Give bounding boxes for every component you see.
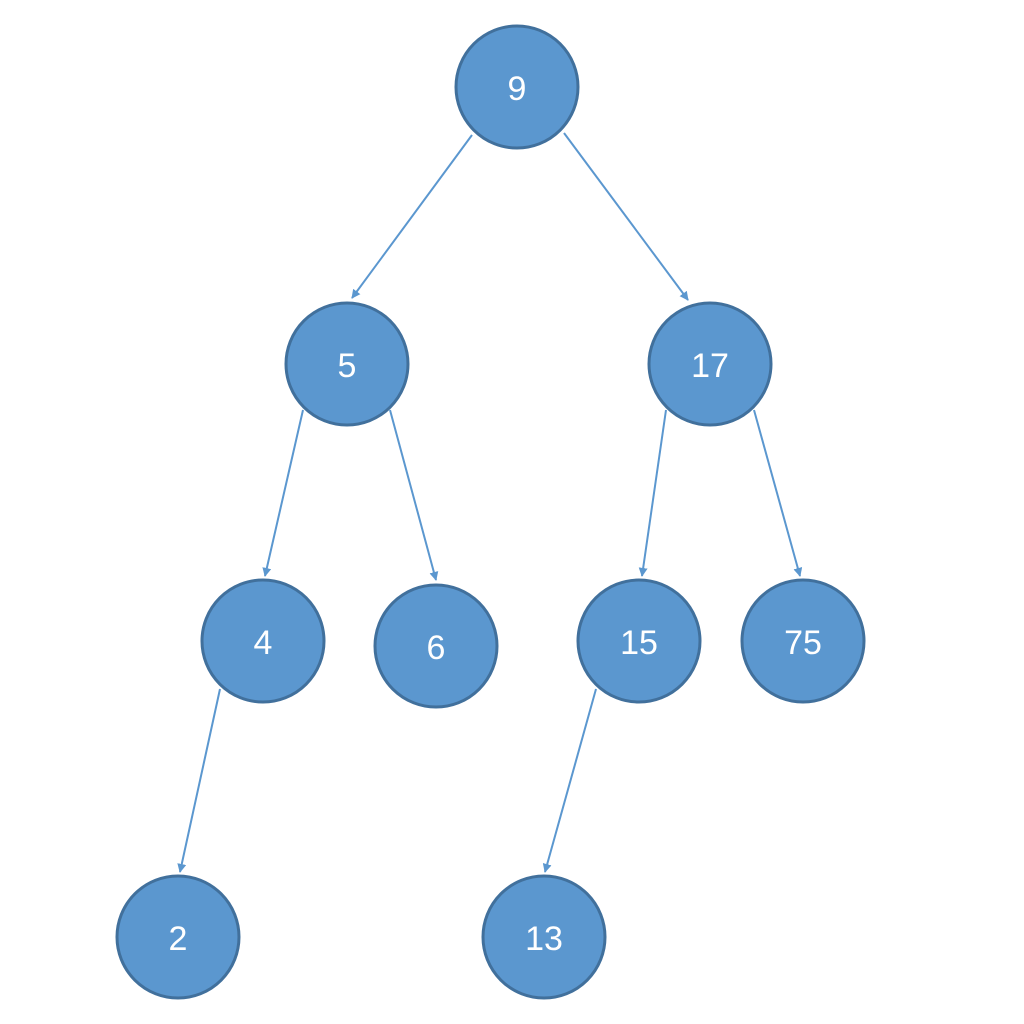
edge-arrow-n15-to-n13	[542, 688, 597, 873]
tree-node-17: 17	[647, 301, 773, 427]
node-label: 4	[254, 624, 273, 662]
nodes-layer: 9 5 17 4 6 15 75 2 13	[115, 24, 866, 1000]
node-label: 75	[784, 624, 822, 662]
edge-arrow-n9-to-n17	[563, 132, 689, 301]
tree-node-9: 9	[454, 24, 580, 150]
node-label: 17	[691, 347, 729, 385]
node-circle	[576, 578, 702, 704]
edge-arrow-n17-to-n15	[638, 409, 667, 577]
node-circle	[115, 874, 241, 1000]
node-circle	[481, 874, 607, 1000]
tree-node-15: 15	[576, 578, 702, 704]
node-label: 13	[525, 920, 563, 958]
tree-node-2: 2	[115, 874, 241, 1000]
tree-node-5: 5	[284, 301, 410, 427]
node-label: 5	[338, 347, 357, 385]
node-label: 2	[169, 920, 188, 958]
node-circle	[200, 578, 326, 704]
node-label: 6	[427, 629, 446, 667]
edge-arrow-n5-to-n6	[389, 409, 439, 581]
node-circle	[647, 301, 773, 427]
node-circle	[284, 301, 410, 427]
edge-arrow-n9-to-n5	[351, 134, 473, 299]
edges-layer	[177, 132, 803, 873]
tree-node-6: 6	[373, 583, 499, 709]
node-label: 9	[508, 70, 527, 108]
edge-arrow-n5-to-n4	[262, 409, 304, 577]
node-circle	[373, 583, 499, 709]
edge-arrow-n17-to-n75	[753, 409, 803, 577]
tree-node-4: 4	[200, 578, 326, 704]
node-label: 15	[620, 624, 658, 662]
edge-arrow-n4-to-n2	[177, 688, 221, 873]
node-circle	[740, 578, 866, 704]
tree-node-13: 13	[481, 874, 607, 1000]
node-circle	[454, 24, 580, 150]
tree-node-75: 75	[740, 578, 866, 704]
